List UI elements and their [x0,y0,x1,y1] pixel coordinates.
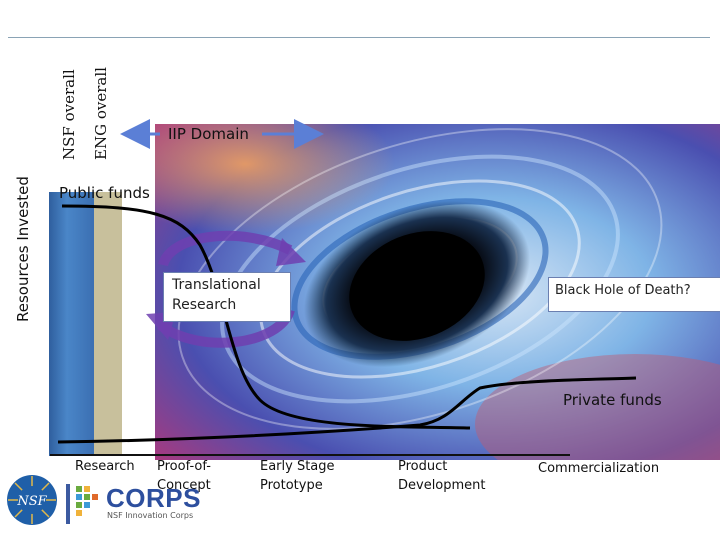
translational-research-label: Translational Research [163,272,291,322]
public-funds-label: Public funds [59,184,150,202]
nsf-logo: NSF [6,474,58,526]
private-funds-curve [57,376,637,444]
title-divider [8,37,710,38]
stage-label-research: Research [75,459,135,474]
stage-label-commercialization: Commercialization [538,461,660,476]
iip-domain-label: IIP Domain [168,125,249,143]
icorps-wordmark: CORPS [106,483,201,513]
icorps-subtitle: NSF Innovation Corps [107,511,194,520]
public-funds-curve [61,204,471,430]
private-funds-label: Private funds [563,391,662,409]
icorps-logo [66,482,196,526]
svg-text:NSF: NSF [16,494,47,509]
eng-overall-bar [94,192,122,456]
nsf-overall-bar [49,192,94,456]
stage-label-product-development: Product Development [398,459,486,493]
black-hole-label: Black Hole of Death? [548,277,720,312]
cycle-arrowhead-right [276,238,306,266]
stage-label-proof-of-concept: Proof-of-Concept [157,459,211,493]
stage-label-early-prototype: Early Stage Prototype [260,459,335,493]
